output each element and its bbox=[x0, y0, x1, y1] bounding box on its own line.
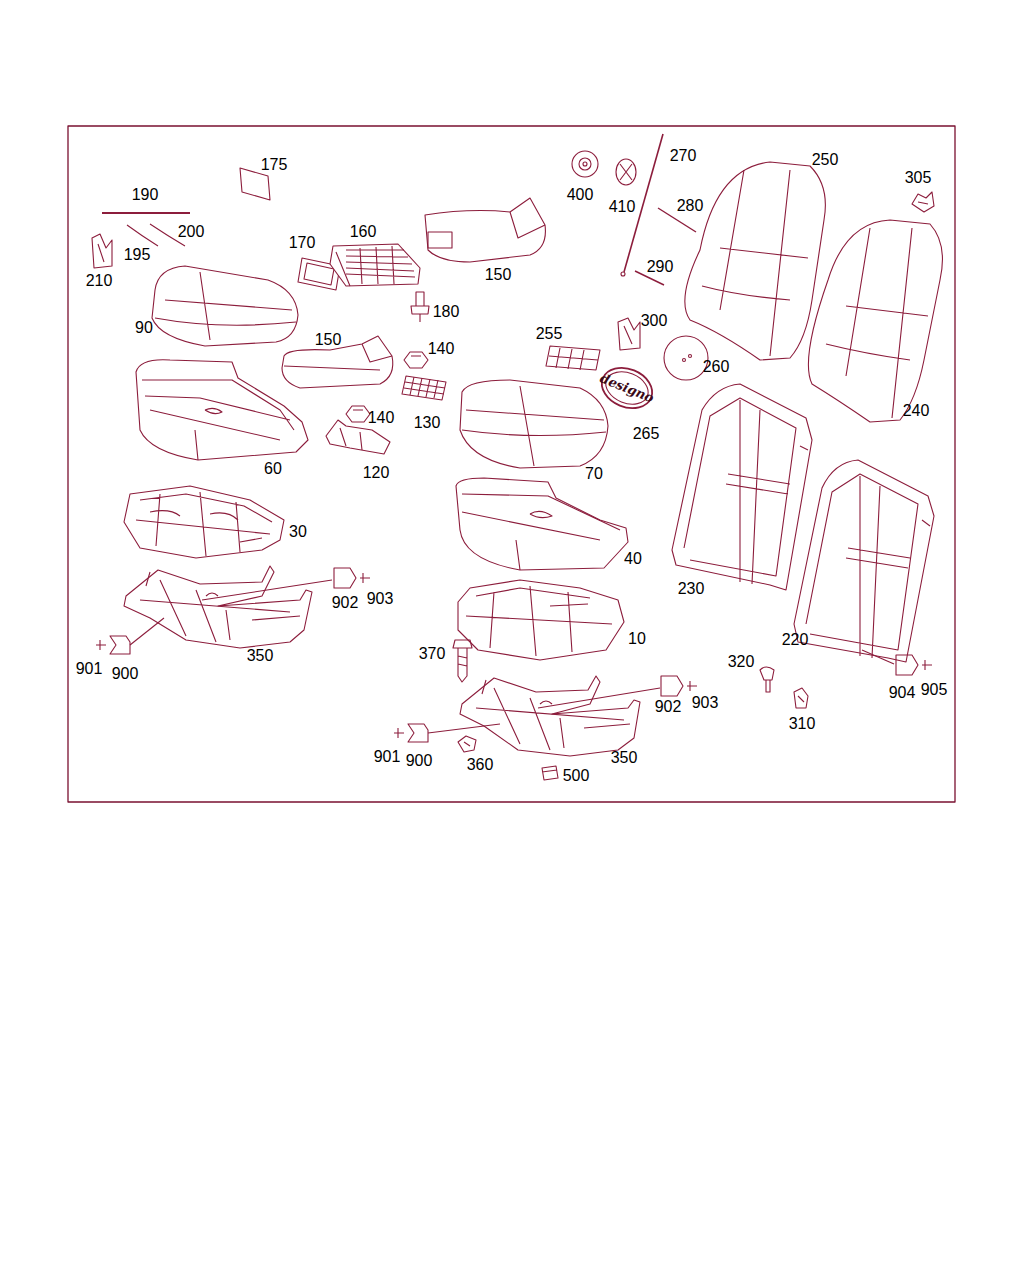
callout-number: 350 bbox=[247, 648, 274, 664]
callout-number: 350 bbox=[611, 750, 638, 766]
callout-number: 230 bbox=[678, 581, 705, 597]
callout-number: 901 bbox=[374, 749, 401, 765]
callout-number: 305 bbox=[905, 170, 932, 186]
callout-number: 300 bbox=[641, 313, 668, 329]
callout-number: 90 bbox=[135, 320, 153, 336]
callout-number: 903 bbox=[367, 591, 394, 607]
callout-number: 150 bbox=[315, 332, 342, 348]
callout-number: 255 bbox=[536, 326, 563, 342]
callout-number: 902 bbox=[655, 699, 682, 715]
callout-number: 370 bbox=[419, 646, 446, 662]
callout-number: 901 bbox=[76, 661, 103, 677]
callout-number: 40 bbox=[624, 551, 642, 567]
callout-number: 150 bbox=[485, 267, 512, 283]
callout-number: 130 bbox=[414, 415, 441, 431]
callout-number: 280 bbox=[677, 198, 704, 214]
callout-number: 310 bbox=[789, 716, 816, 732]
callout-number: 410 bbox=[609, 199, 636, 215]
callout-number: 190 bbox=[132, 187, 159, 203]
callout-number: 500 bbox=[563, 768, 590, 784]
callout-number: 240 bbox=[903, 403, 930, 419]
callout-number: 905 bbox=[921, 682, 948, 698]
callout-number: 175 bbox=[261, 157, 288, 173]
callout-number: 10 bbox=[628, 631, 646, 647]
callout-number: 360 bbox=[467, 757, 494, 773]
callout-number: 195 bbox=[124, 247, 151, 263]
callout-number: 70 bbox=[585, 466, 603, 482]
callout-number: 60 bbox=[264, 461, 282, 477]
callout-number: 140 bbox=[428, 341, 455, 357]
callout-number: 140 bbox=[368, 410, 395, 426]
callout-number: 265 bbox=[633, 426, 660, 442]
callout-number: 902 bbox=[332, 595, 359, 611]
callout-number: 250 bbox=[812, 152, 839, 168]
callout-number: 160 bbox=[350, 224, 377, 240]
callout-number: 120 bbox=[363, 465, 390, 481]
callout-number: 900 bbox=[406, 753, 433, 769]
callout-number: 220 bbox=[782, 632, 809, 648]
callout-number: 30 bbox=[289, 524, 307, 540]
callout-number: 290 bbox=[647, 259, 674, 275]
callout-number: 200 bbox=[178, 224, 205, 240]
callout-number: 320 bbox=[728, 654, 755, 670]
callout-number: 900 bbox=[112, 666, 139, 682]
callout-number: 270 bbox=[670, 148, 697, 164]
callout-number: 180 bbox=[433, 304, 460, 320]
callout-number: 170 bbox=[289, 235, 316, 251]
callout-number: 210 bbox=[86, 273, 113, 289]
callout-number: 260 bbox=[703, 359, 730, 375]
callout-number: 904 bbox=[889, 685, 916, 701]
callout-number: 903 bbox=[692, 695, 719, 711]
callout-number: 400 bbox=[567, 187, 594, 203]
